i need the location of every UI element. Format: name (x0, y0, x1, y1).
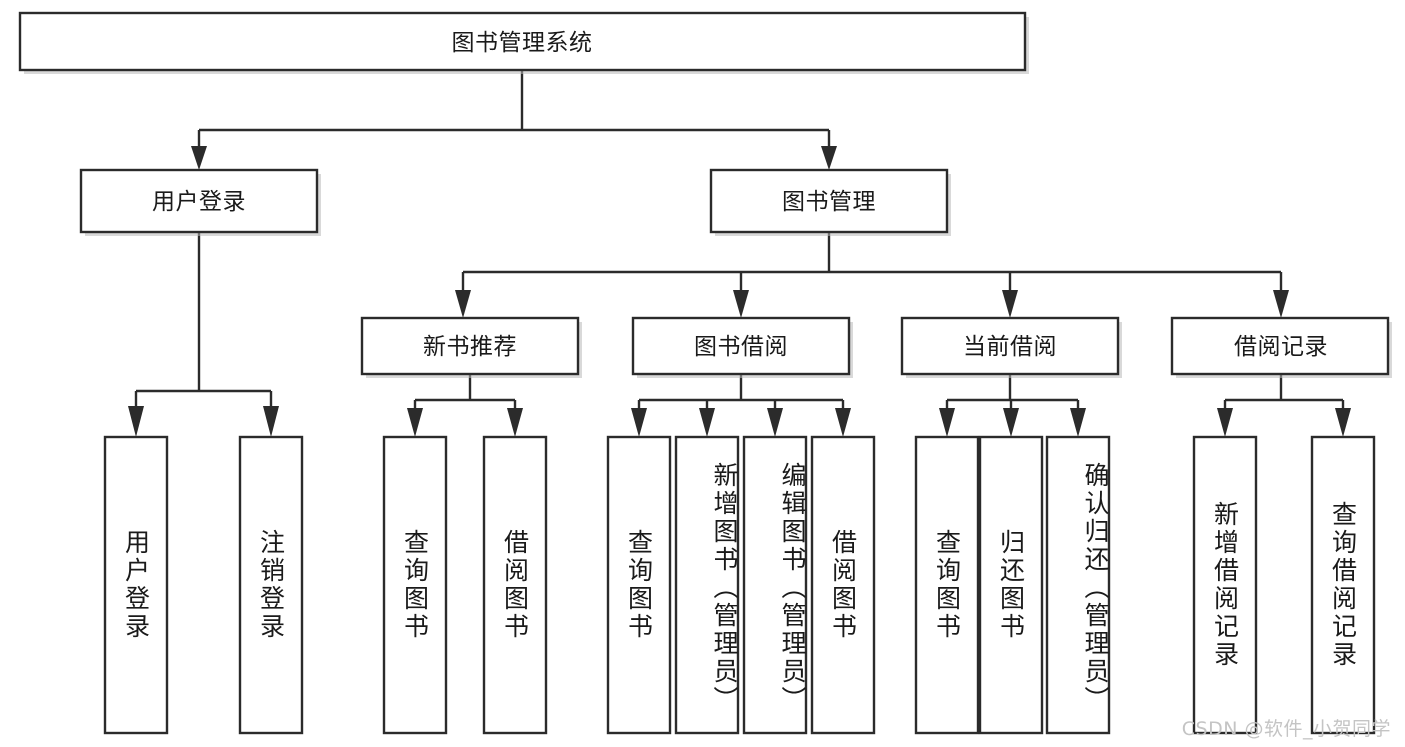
new-book-recommend-label: 新书推荐 (423, 334, 517, 360)
arrow-to-book-borrow (733, 290, 749, 318)
arrow-bookborrow-leaf-1 (631, 408, 647, 437)
book-management-box[interactable] (709, 168, 949, 234)
book-borrow-label: 图书借阅 (694, 334, 788, 360)
arrow-to-borrow-records (1273, 290, 1289, 318)
arrow-newbook-leaf-1 (407, 408, 423, 437)
arrow-userlogin-leaf-1 (128, 406, 144, 437)
root-box[interactable] (18, 11, 1027, 72)
arrow-currentborrow-leaf-2 (1003, 408, 1019, 437)
borrow-records-label: 借阅记录 (1234, 334, 1328, 360)
root-label: 图书管理系统 (452, 30, 593, 56)
arrow-to-user-login (191, 146, 207, 170)
node-new-book-recommend[interactable]: 新书推荐 (360, 316, 582, 378)
new-book-recommend-box[interactable] (360, 316, 580, 376)
node-borrow-records[interactable]: 借阅记录 (1170, 316, 1392, 378)
arrow-newbook-leaf-2 (507, 408, 523, 437)
leaf-box-current-borrow-2[interactable] (978, 435, 1044, 735)
arrow-bookborrow-leaf-2 (699, 408, 715, 437)
arrow-currentborrow-leaf-3 (1070, 408, 1086, 437)
node-current-borrow[interactable]: 当前借阅 (900, 316, 1122, 378)
leaf-box-book-borrow-4[interactable] (810, 435, 876, 735)
current-borrow-box[interactable] (900, 316, 1120, 376)
node-book-borrow[interactable]: 图书借阅 (631, 316, 853, 378)
leaf-box-book-borrow-1[interactable] (606, 435, 672, 735)
borrow-records-box[interactable] (1170, 316, 1390, 376)
leaf-box-book-borrow-2[interactable] (674, 435, 740, 735)
arrow-borrowrecords-leaf-1 (1217, 408, 1233, 437)
book-borrow-box[interactable] (631, 316, 851, 376)
arrow-bookborrow-leaf-3 (767, 408, 783, 437)
leaf-box-current-borrow-3[interactable] (1045, 435, 1111, 735)
leaf-box-borrow-records-2[interactable] (1310, 435, 1376, 735)
arrow-bookborrow-leaf-4 (835, 408, 851, 437)
node-root-book-management-system[interactable]: 图书管理系统 (18, 11, 1029, 74)
leaf-box-user-login-2[interactable] (238, 435, 304, 735)
connector-layer (128, 70, 1351, 437)
leaf-box-borrow-records-1[interactable] (1192, 435, 1258, 735)
leaf-box-new-book-2[interactable] (482, 435, 548, 735)
leaf-box-current-borrow-1[interactable] (914, 435, 980, 735)
arrow-to-book-manage (821, 146, 837, 170)
arrow-borrowrecords-leaf-2 (1335, 408, 1351, 437)
arrow-userlogin-leaf-2 (263, 406, 279, 437)
csdn-watermark: CSDN @软件_小贺同学 (1181, 718, 1391, 740)
node-book-management[interactable]: 图书管理 (709, 168, 951, 236)
leaf-box-new-book-1[interactable] (382, 435, 448, 735)
arrow-currentborrow-leaf-1 (939, 408, 955, 437)
current-borrow-label: 当前借阅 (963, 334, 1057, 360)
user-login-label: 用户登录 (152, 189, 246, 215)
leaf-box-book-borrow-3[interactable] (742, 435, 808, 735)
leaf-box-user-login-1[interactable] (103, 435, 169, 735)
node-user-login[interactable]: 用户登录 (79, 168, 321, 236)
arrow-to-new-book (455, 290, 471, 318)
arrow-to-current-borrow (1002, 290, 1018, 318)
book-management-label: 图书管理 (782, 189, 876, 215)
user-login-box[interactable] (79, 168, 319, 234)
